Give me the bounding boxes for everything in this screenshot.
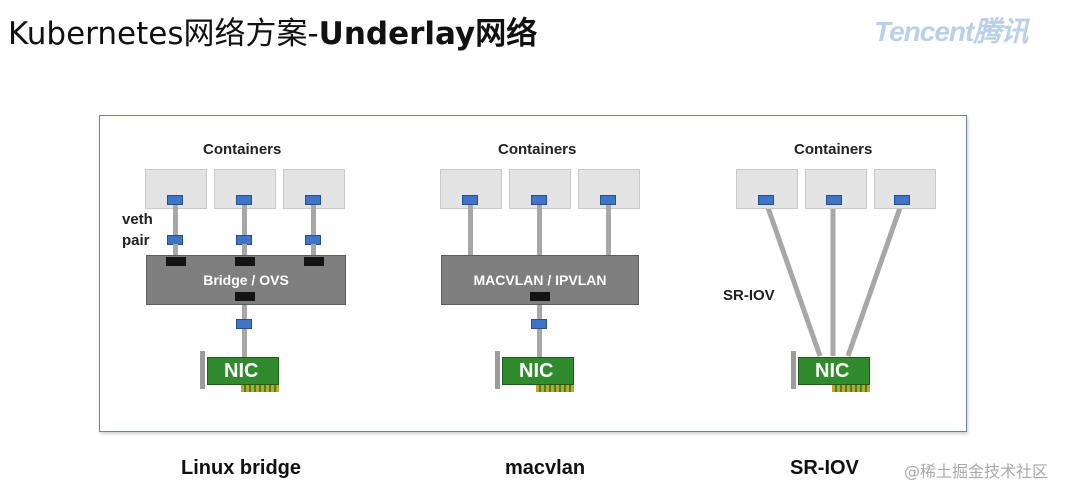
nic-bracket — [791, 351, 796, 389]
nic-pins — [241, 385, 279, 392]
container-port — [758, 195, 774, 205]
bridge-port — [166, 257, 186, 266]
watermark: @稀土掘金技术社区 — [904, 462, 1049, 481]
container-port — [894, 195, 910, 205]
containers-label: Containers — [203, 141, 282, 158]
nic-label: NIC — [798, 357, 870, 385]
bridge-uplink-port — [235, 292, 255, 301]
veth-pair-label: veth pair — [122, 211, 153, 249]
container-box — [440, 169, 502, 209]
container-port — [305, 195, 321, 205]
bridge-port — [304, 257, 324, 266]
page-title: Kubernetes网络方案-Underlay网络 — [8, 8, 537, 53]
veth-link — [242, 202, 247, 236]
container-port — [462, 195, 478, 205]
uplink — [242, 304, 247, 362]
nic-label: NIC — [502, 357, 574, 385]
container-port — [826, 195, 842, 205]
nic-bracket — [200, 351, 205, 389]
container-port — [600, 195, 616, 205]
nic-port — [531, 319, 547, 329]
nic-label: NIC — [207, 357, 279, 385]
nic-bracket — [495, 351, 500, 389]
nic-card: NIC — [200, 351, 279, 395]
link — [468, 202, 473, 256]
veth-link — [173, 202, 178, 236]
veth-link — [242, 244, 247, 256]
caption-macvlan: macvlan — [505, 457, 586, 479]
container-port — [531, 195, 547, 205]
container-port — [236, 195, 252, 205]
tencent-logo: Tencent腾讯 — [874, 16, 1028, 47]
nic-card: NIC — [495, 351, 574, 395]
title-bold: Underlay网络 — [318, 16, 538, 52]
sriov-link-3 — [845, 204, 904, 357]
veth-link — [311, 244, 316, 256]
nic-port — [236, 319, 252, 329]
container-port — [167, 195, 183, 205]
uplink — [537, 304, 542, 362]
link — [537, 202, 542, 256]
sriov-link-1 — [764, 204, 823, 357]
nic-pins — [536, 385, 574, 392]
veth-link — [173, 244, 178, 256]
link — [606, 202, 611, 256]
nic-card: NIC — [791, 351, 870, 395]
macvlan-uplink-port — [530, 292, 550, 301]
caption-linux-bridge: Linux bridge — [181, 457, 301, 479]
containers-label: Containers — [498, 141, 577, 158]
bridge-port — [235, 257, 255, 266]
veth-link — [311, 202, 316, 236]
nic-pins — [832, 385, 870, 392]
title-regular: Kubernetes网络方案- — [8, 16, 319, 52]
caption-sriov: SR-IOV — [790, 457, 859, 479]
containers-label: Containers — [794, 141, 873, 158]
sriov-label: SR-IOV — [723, 287, 775, 304]
